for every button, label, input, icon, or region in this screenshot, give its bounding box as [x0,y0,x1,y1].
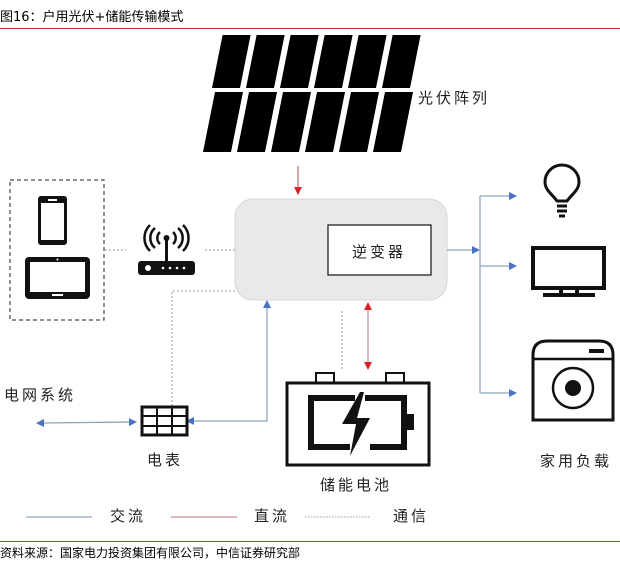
light-bulb-icon [543,163,581,218]
wifi-router-icon [138,224,195,275]
solar-cell [382,35,421,88]
solar-cell [212,35,251,88]
electric-meter-icon [140,405,189,437]
solar-cell [246,35,285,88]
devices-container [9,179,105,321]
inverter-meter-comm-line [171,290,235,410]
solar-cell [305,92,345,152]
figure-source: 资料来源：国家电力投资集团有限公司，中信证券研究部 [0,546,301,560]
grid-meter-ac-arrow [36,418,137,427]
solar-cell [373,92,413,152]
meter-label: 电表 [147,451,183,469]
figure-title: 图16：户用光伏+储能传输模式 [0,10,184,25]
legend-dc-label: 直流 [254,507,290,525]
solar-cell [280,35,319,88]
solar-cell [339,92,379,152]
source-divider [0,541,620,542]
tablet-icon [25,257,90,299]
title-divider [0,28,620,29]
comm-lines [105,249,343,410]
battery-label: 储能电池 [320,476,392,494]
solar-cell [314,35,353,88]
solar-cell [237,92,277,152]
battery-charging-icon [285,372,431,467]
pv-array-label: 光伏阵列 [418,89,490,107]
smartphone-icon [38,196,67,245]
solar-panel-icon [203,35,421,152]
solar-cell [348,35,387,88]
meter-inverter-ac-arrow [186,300,271,425]
tv-monitor-icon [531,246,606,297]
legend-ac-label: 交流 [110,507,146,525]
inverter-label: 逆变器 [352,243,406,261]
washing-machine-icon [531,339,615,422]
household-load-label: 家用负载 [540,452,612,470]
solar-cell [271,92,311,152]
ac-lines [36,192,517,427]
inverter-box [327,224,432,276]
legend-comm-label: 通信 [393,507,429,525]
grid-label: 电网系统 [4,386,76,404]
solar-cell [203,92,243,152]
legend: 交流 直流 通信 [26,507,429,525]
